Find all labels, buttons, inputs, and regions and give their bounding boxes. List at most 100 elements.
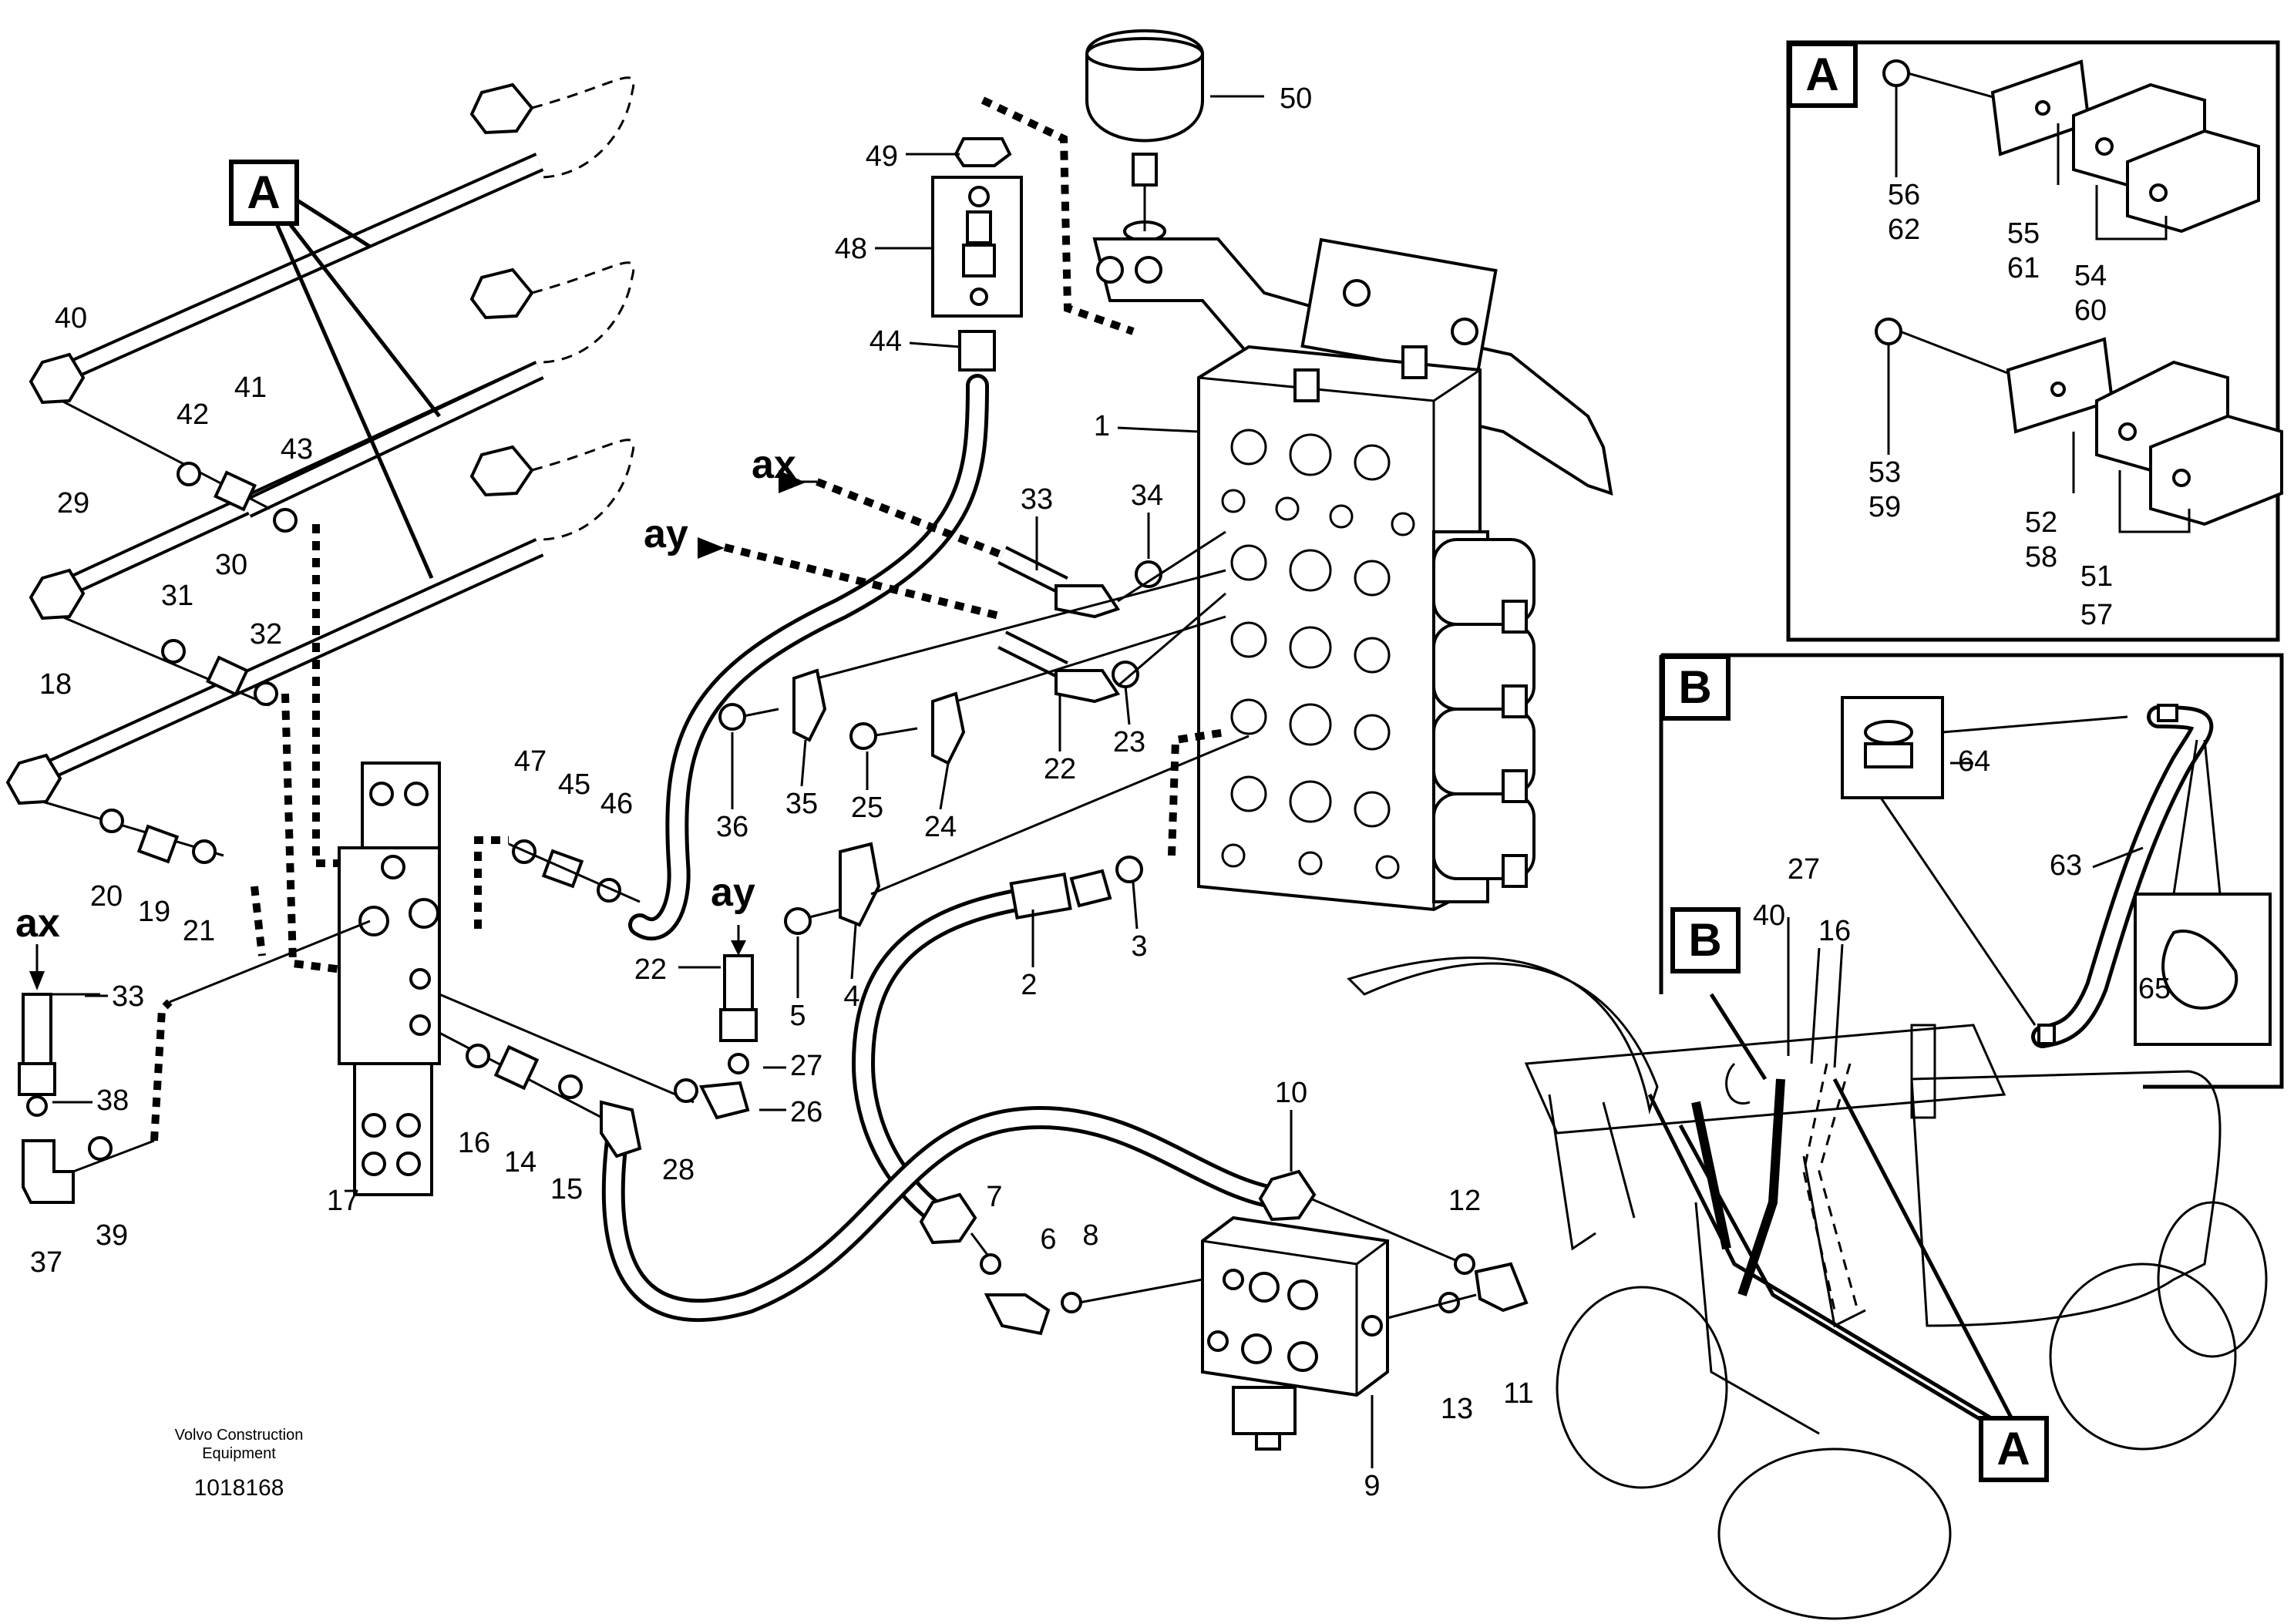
- callout-17: 17: [327, 1185, 359, 1217]
- callout-16-machine: 16: [1818, 915, 1851, 947]
- machine-view: [1347, 917, 2268, 1620]
- callout-20: 20: [90, 880, 123, 913]
- ax-ay-lines: [698, 470, 1226, 704]
- pipe-group-left: [5, 76, 635, 975]
- maker-line-1: Volvo Construction: [175, 1427, 304, 1444]
- callout-26: 26: [790, 1096, 822, 1128]
- callout-58: 58: [2025, 541, 2057, 573]
- view-marker-labels: A A B B A ax ay ax ay: [15, 49, 2030, 1474]
- callout-14: 14: [504, 1146, 536, 1178]
- callout-32: 32: [250, 618, 282, 651]
- view-a-label-detail: A: [1805, 49, 1838, 100]
- callout-38: 38: [96, 1084, 129, 1117]
- callout-6: 6: [1040, 1223, 1056, 1256]
- callout-61: 61: [2007, 252, 2040, 284]
- callout-57: 57: [2080, 599, 2113, 631]
- callout-12: 12: [1448, 1185, 1481, 1217]
- callout-16-left: 16: [458, 1127, 490, 1159]
- callout-34: 34: [1131, 479, 1163, 512]
- callout-45: 45: [558, 768, 590, 801]
- callout-60: 60: [2074, 294, 2107, 327]
- callout-55: 55: [2007, 217, 2040, 250]
- accumulator-50: [1085, 29, 1204, 242]
- callout-35: 35: [785, 788, 818, 820]
- callout-24: 24: [924, 811, 957, 843]
- callout-8: 8: [1082, 1219, 1098, 1252]
- hose-44-group: [628, 96, 1135, 941]
- callout-59: 59: [1868, 491, 1901, 523]
- callout-3: 3: [1131, 930, 1147, 963]
- callout-9: 9: [1364, 1470, 1380, 1502]
- document-id: 1018168: [194, 1475, 284, 1501]
- callout-leaders: [62, 95, 2144, 1468]
- callout-43: 43: [281, 433, 313, 466]
- callout-33-top: 33: [1021, 483, 1053, 516]
- callout-64: 64: [1958, 745, 1990, 778]
- view-a-detail: [1786, 40, 2283, 642]
- maker-line-2: Equipment: [202, 1445, 276, 1462]
- document-footer: Volvo Construction Equipment 1018168: [175, 1427, 304, 1501]
- control-valve-1: [1197, 345, 1536, 912]
- view-b-label-detail: B: [1678, 661, 1711, 713]
- callout-47: 47: [514, 745, 547, 778]
- ay-marker-right: ay: [711, 870, 755, 915]
- callout-50: 50: [1280, 82, 1312, 115]
- callout-36: 36: [716, 811, 748, 843]
- callout-15: 15: [550, 1173, 583, 1205]
- callout-40-machine: 40: [1753, 899, 1785, 932]
- callout-18: 18: [39, 668, 72, 701]
- callout-22-top: 22: [1044, 753, 1076, 785]
- callout-4: 4: [843, 980, 859, 1013]
- callout-46: 46: [600, 788, 633, 820]
- callout-39: 39: [96, 1219, 128, 1252]
- callout-63: 63: [2050, 849, 2082, 882]
- view-b-detail: [1659, 653, 2284, 1089]
- callout-56: 56: [1888, 179, 1920, 211]
- callout-21: 21: [183, 915, 215, 947]
- callout-33-ax: 33: [112, 980, 144, 1013]
- callout-25: 25: [851, 792, 883, 824]
- callout-11: 11: [1503, 1377, 1533, 1410]
- callout-27-ay: 27: [790, 1050, 822, 1082]
- solenoid-coils: [1432, 538, 1536, 888]
- fittings-lower-middle: [439, 836, 758, 1158]
- distribution-block: [338, 762, 441, 1196]
- pipe-nut-3: [469, 439, 635, 541]
- callout-5: 5: [789, 1000, 806, 1032]
- pipe-nut-2: [469, 261, 635, 364]
- view-b-tag-machine: [1670, 907, 1741, 973]
- callout-labels: 1 2 3 4 5 6 7 8 9 10 11 12 13 14 15 16 1…: [30, 82, 2171, 1502]
- callout-48: 48: [835, 233, 867, 265]
- valve-block-9: [980, 1215, 1529, 1451]
- ax-marker-top: ax: [752, 442, 796, 487]
- callout-7: 7: [986, 1181, 1002, 1213]
- clamp-4: [784, 735, 1250, 935]
- ay-marker-top: ay: [644, 512, 688, 556]
- callout-53: 53: [1868, 456, 1901, 489]
- pipe-nut-1: [469, 76, 635, 179]
- callout-40-left: 40: [55, 302, 87, 335]
- callout-31: 31: [161, 580, 193, 612]
- ax-marker-left: ax: [15, 901, 60, 946]
- callout-37: 37: [30, 1246, 62, 1279]
- view-a-label-left: A: [247, 166, 280, 218]
- view-a-tag-machine: [1979, 1416, 2049, 1482]
- callout-52: 52: [2025, 506, 2057, 539]
- callout-42: 42: [177, 398, 209, 431]
- callout-23: 23: [1113, 726, 1145, 758]
- hose-2-10: [601, 728, 1465, 1323]
- callout-51: 51: [2080, 560, 2113, 593]
- callout-62: 62: [1888, 214, 1920, 246]
- callout-44: 44: [870, 325, 902, 358]
- clamps: [718, 569, 1226, 765]
- callout-30: 30: [215, 549, 247, 581]
- view-a-label-machine: A: [1996, 1423, 2030, 1474]
- callout-49: 49: [866, 140, 898, 173]
- callout-28: 28: [662, 1154, 695, 1186]
- callout-19: 19: [138, 896, 170, 928]
- callout-41: 41: [234, 372, 267, 404]
- callout-13: 13: [1441, 1393, 1473, 1425]
- view-a-tag-left: [229, 160, 299, 226]
